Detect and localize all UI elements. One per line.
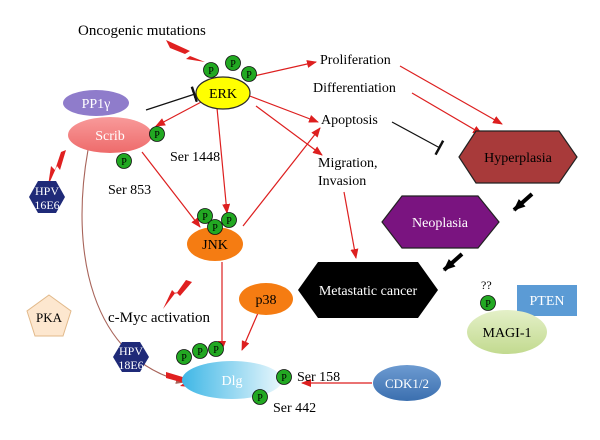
hpv18-label-line1: HPV	[119, 344, 143, 358]
node-jnk: JNK	[187, 227, 243, 261]
lightning-icon-oncogenic	[166, 40, 205, 62]
node-pka: PKA	[26, 294, 72, 337]
invasion-label: Invasion	[318, 174, 366, 189]
edge-p38-dlg	[241, 312, 259, 351]
lightning-icon-hpv16	[48, 150, 66, 186]
scrib-label: Scrib	[95, 129, 125, 144]
oncogenic-mutations-label: Oncogenic mutations	[78, 23, 206, 39]
phospho-jnk-3: P	[207, 219, 223, 235]
phospho-jnk-2: P	[221, 212, 237, 228]
phospho-erk-1: P	[203, 62, 219, 78]
svg-text:P: P	[230, 59, 236, 70]
svg-text:P: P	[213, 345, 219, 356]
node-hyperplasia: Hyperplasia	[458, 130, 578, 184]
migration-label: Migration,	[318, 156, 378, 171]
arrow-hyperplasia-neoplasia	[512, 192, 534, 212]
svg-text:P: P	[208, 66, 214, 77]
phospho-scrib-ser1448: P	[149, 126, 165, 142]
node-pp1: PP1γ	[63, 90, 129, 116]
node-metastatic: Metastatic cancer	[298, 262, 438, 318]
p38-label: p38	[256, 293, 277, 308]
edge-erk-apoptosis	[246, 94, 319, 123]
svg-text:P: P	[181, 353, 187, 364]
hpv16-label-line2: 16E6	[34, 198, 59, 212]
phospho-dlg-ser158: P	[276, 369, 292, 385]
node-hpv18e6: HPV 18E6	[113, 342, 149, 372]
edge-erk-proliferation	[244, 60, 317, 79]
cmyc-activation-label: c-Myc activation	[108, 310, 211, 326]
ser1448-label: Ser 1448	[170, 150, 220, 165]
pka-label: PKA	[36, 310, 63, 325]
node-dlg: Dlg	[182, 361, 282, 399]
node-cdk: CDK1/2	[373, 365, 441, 401]
ser158-label: Ser 158	[297, 370, 340, 385]
phospho-scrib-ser853: P	[116, 153, 132, 169]
edge-erk-jnk	[216, 107, 231, 214]
jnk-label: JNK	[202, 238, 228, 253]
phospho-dlg-2: P	[192, 343, 208, 359]
edges	[81, 60, 534, 387]
edge-scrib-erk-inhibit	[145, 86, 198, 111]
node-erk: ERK	[195, 76, 251, 110]
edge-differentiation-hyperplasia	[411, 92, 483, 135]
svg-text:P: P	[121, 157, 127, 168]
phospho-markers: P P P P P P P P P P P P P P	[116, 55, 496, 405]
hyperplasia-label: Hyperplasia	[484, 151, 552, 166]
dlg-label: Dlg	[222, 374, 243, 389]
neoplasia-label: Neoplasia	[412, 216, 469, 231]
unknown-marks-label: ??	[481, 278, 492, 292]
phospho-magi: P	[480, 295, 496, 311]
svg-text:P: P	[257, 393, 263, 404]
svg-text:P: P	[202, 212, 208, 223]
phospho-dlg-1: P	[176, 349, 192, 365]
metastatic-label: Metastatic cancer	[319, 284, 418, 299]
cdk-label: CDK1/2	[385, 376, 429, 391]
node-p38: p38	[239, 283, 293, 315]
lightning-bolts	[48, 40, 205, 388]
hpv16-label-line1: HPV	[35, 184, 59, 198]
node-pten: PTEN	[517, 285, 577, 316]
edge-scrib-jnk	[141, 151, 201, 228]
node-magi: MAGI-1	[467, 310, 547, 354]
phospho-erk-3: P	[241, 66, 257, 82]
pp1-label: PP1γ	[82, 97, 111, 112]
svg-text:P: P	[212, 223, 218, 234]
edge-proliferation-hyperplasia	[399, 65, 503, 125]
svg-text:P: P	[485, 299, 491, 310]
phospho-jnk-1: P	[197, 208, 213, 224]
lightning-icon-cmyc	[163, 280, 192, 309]
svg-text:P: P	[197, 347, 203, 358]
edge-apoptosis-hyperplasia-inhibit	[391, 121, 445, 156]
svg-text:P: P	[226, 216, 232, 227]
svg-text:P: P	[281, 373, 287, 384]
edge-jnk-apoptosis	[242, 127, 321, 227]
svg-text:P: P	[246, 70, 252, 81]
phospho-erk-2: P	[225, 55, 241, 71]
pten-label: PTEN	[530, 294, 565, 309]
arrow-neoplasia-metastatic	[442, 252, 464, 272]
differentiation-label: Differentiation	[313, 81, 396, 96]
svg-text:P: P	[154, 130, 160, 141]
magi-label: MAGI-1	[483, 326, 532, 341]
node-neoplasia: Neoplasia	[381, 195, 500, 249]
ser442-label: Ser 442	[273, 401, 316, 416]
hpv18-label-line2: 18E6	[118, 358, 143, 372]
erk-label: ERK	[209, 87, 237, 102]
phospho-dlg-ser442: P	[252, 389, 268, 405]
proliferation-label: Proliferation	[320, 53, 391, 68]
node-scrib: Scrib	[68, 117, 152, 153]
phospho-dlg-3: P	[208, 341, 224, 357]
edge-erk-scrib	[155, 99, 206, 127]
edge-erk-migration	[255, 105, 323, 156]
apoptosis-label: Apoptosis	[321, 113, 378, 128]
edge-migration-metastatic	[343, 191, 359, 259]
ser853-label: Ser 853	[108, 183, 151, 198]
node-hpv16e6: HPV 16E6	[29, 181, 65, 213]
edge-hpv16-dlg	[81, 149, 186, 384]
